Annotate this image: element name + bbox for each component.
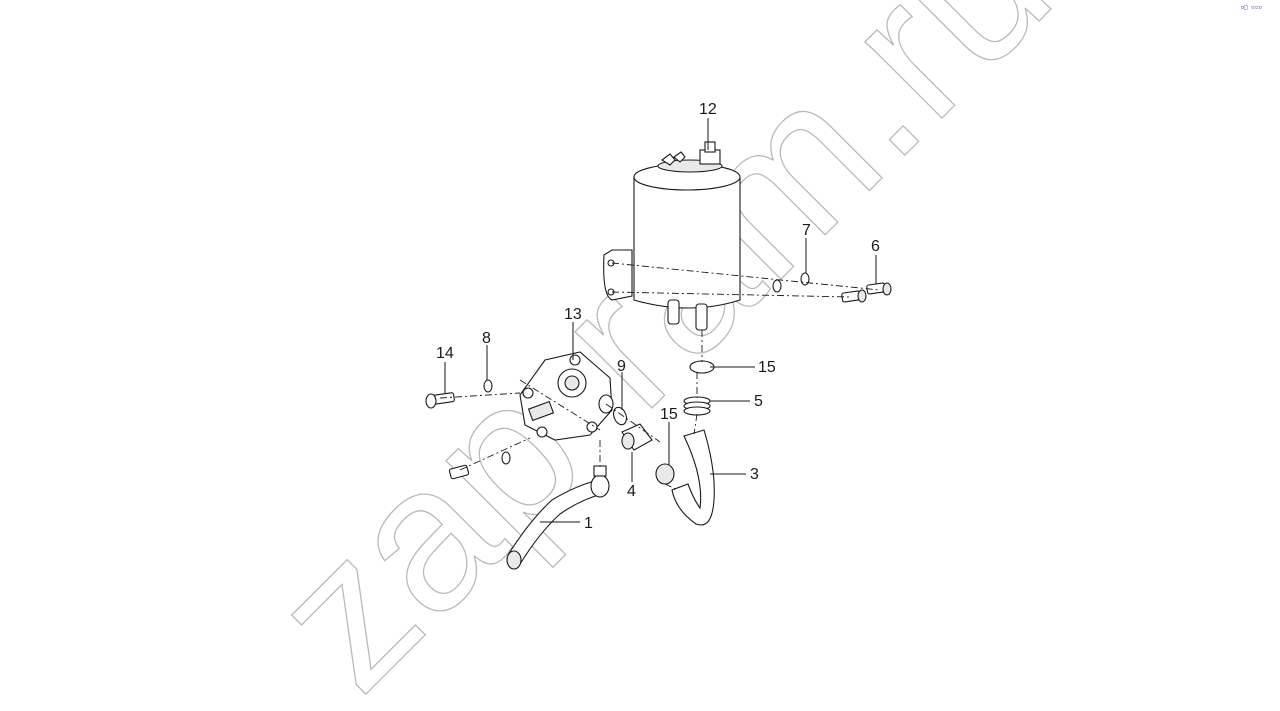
- label-7: 7: [802, 222, 811, 239]
- label-3: 3: [750, 466, 759, 483]
- corner-mark: ▫□ ▫▫▫: [1240, 4, 1262, 11]
- pump-washer[interactable]: [483, 379, 511, 465]
- fitting[interactable]: [621, 423, 653, 451]
- label-15-lower: 15: [660, 406, 678, 423]
- label-8: 8: [482, 330, 491, 347]
- label-4: 4: [627, 483, 636, 500]
- reservoir-tank[interactable]: [603, 141, 741, 331]
- spring-clamp[interactable]: [683, 396, 711, 416]
- label-9: 9: [617, 358, 626, 375]
- label-5: 5: [754, 393, 763, 410]
- pressure-line[interactable]: [506, 465, 610, 570]
- label-15-upper: 15: [758, 359, 776, 376]
- watermark-text: zap-ram.ru: [229, 0, 1092, 711]
- o-ring[interactable]: [611, 405, 628, 426]
- power-steering-pump[interactable]: [519, 351, 614, 441]
- label-6: 6: [871, 238, 880, 255]
- assembly-axis: [439, 262, 881, 491]
- suction-hose[interactable]: [671, 429, 715, 526]
- leader-lines: [444, 118, 877, 523]
- label-12: 12: [699, 101, 717, 118]
- label-13: 13: [564, 306, 582, 323]
- part-labels: 12 7 6 13 14 8 9 15 5 15 4 3 1: [436, 101, 880, 532]
- mounting-bolt[interactable]: [841, 282, 892, 303]
- label-1: 1: [584, 515, 593, 532]
- label-14: 14: [436, 345, 454, 362]
